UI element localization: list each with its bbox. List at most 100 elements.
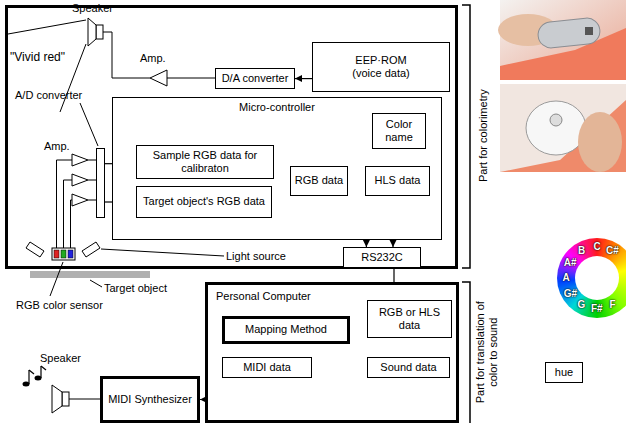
lamp-symbol <box>82 242 100 257</box>
amplifier-symbol <box>150 70 167 86</box>
node-text: Sample RGB data for calibraton <box>140 149 270 175</box>
wire <box>64 180 73 250</box>
node-text: Target object's RGB data <box>143 195 265 208</box>
node-text: MIDI Synthesizer <box>108 393 192 406</box>
sensor-symbol <box>52 248 75 260</box>
wire <box>69 399 100 400</box>
data-box: Sound data <box>367 357 450 378</box>
process-box: Color name <box>372 113 426 149</box>
note-label: B <box>578 245 585 257</box>
wire <box>57 160 73 250</box>
music-note <box>41 366 46 370</box>
node-text: RGB data <box>295 174 343 187</box>
music-note <box>29 370 34 374</box>
photo <box>585 27 593 35</box>
bracket <box>462 282 470 423</box>
wire <box>88 160 96 161</box>
data-box: RGB or HLS data <box>367 300 452 338</box>
data-box: HLS data <box>365 166 430 196</box>
part-label: Amp. <box>140 52 166 65</box>
node-text: EEP·ROM <box>355 54 406 67</box>
section-label: Part for translation of color to sound <box>474 293 500 411</box>
node-text: Personal Computer <box>216 290 311 303</box>
lamp-symbol <box>26 242 44 257</box>
data-box: Target object's RGB data <box>136 186 272 218</box>
photo <box>500 100 626 172</box>
converter-block: A/D converter <box>96 148 105 218</box>
arrow-head <box>390 240 397 247</box>
node-text: Sound data <box>380 361 436 374</box>
wire <box>71 200 73 250</box>
section-frame <box>7 7 457 268</box>
node-text: (voice data) <box>352 67 409 80</box>
sensor-symbol <box>54 250 59 258</box>
sound-line <box>8 20 86 34</box>
amplifier-symbol <box>72 154 88 166</box>
bracket <box>462 5 470 268</box>
amplifier-symbol <box>72 174 88 186</box>
hue-wheel-hole <box>575 256 619 300</box>
part-label: Speaker <box>40 352 81 365</box>
note-label: F# <box>591 303 603 315</box>
data-box: MIDI data <box>222 357 312 378</box>
leader-line <box>90 280 102 287</box>
computer-box: Personal ComputerRGB or HLS dataMapping … <box>205 282 459 423</box>
music-note <box>40 366 41 378</box>
node-text: hue <box>555 366 573 379</box>
note-label: C <box>594 241 601 253</box>
note-label: A <box>563 272 570 284</box>
node-text: RS232C <box>361 251 403 264</box>
note-label: C# <box>606 245 619 257</box>
section-label: Part for colorimetry <box>476 89 489 182</box>
leader-line <box>50 262 63 296</box>
node-text: Mapping Method <box>245 323 327 336</box>
speaker-symbol <box>62 392 69 406</box>
note-label: G# <box>564 288 577 300</box>
photo <box>537 17 601 49</box>
speaker-symbol <box>52 385 62 413</box>
part-label: Target object <box>104 282 167 295</box>
photo <box>500 84 626 172</box>
leader-line <box>101 249 224 256</box>
data-box: RGB data <box>290 166 348 196</box>
wire <box>88 200 96 201</box>
node-text: D/A converter <box>222 72 289 85</box>
node-text: MIDI data <box>243 361 291 374</box>
arrow-head <box>295 75 302 82</box>
axis-box: hue <box>545 362 583 383</box>
sensor-symbol <box>61 250 66 258</box>
data-box: Sample RGB data for calibraton <box>136 145 274 179</box>
part-label: Light source <box>226 250 286 263</box>
note-label: G <box>578 299 586 311</box>
leader-line <box>80 103 98 146</box>
node-text: RGB or HLS data <box>371 306 448 332</box>
node-text: HLS data <box>375 174 421 187</box>
port-box: RS232C <box>343 247 421 268</box>
part-label: RGB color sensor <box>16 299 103 312</box>
memory-box: EEP·ROM(voice data) <box>312 42 450 92</box>
part-label: Amp. <box>44 140 70 153</box>
photo <box>526 101 586 155</box>
photo <box>550 114 562 126</box>
note-label: A# <box>564 257 577 269</box>
speaker-symbol <box>96 25 103 39</box>
speech-text: "Vivid red" <box>10 50 65 64</box>
controller-box: Micro-controllerColor nameSample RGB dat… <box>112 97 442 240</box>
note-label: F <box>610 299 616 311</box>
node-text: A/D converter <box>15 89 82 102</box>
part-label: Speaker <box>72 2 113 15</box>
arrow-head <box>363 240 370 247</box>
node-text: Micro-controller <box>239 101 315 114</box>
method-box: Mapping Method <box>222 316 350 344</box>
node-text: Color name <box>376 118 422 144</box>
amplifier-symbol <box>72 194 88 206</box>
sensor-symbol <box>68 250 73 258</box>
converter-box: D/A converter <box>215 68 295 89</box>
music-note <box>28 370 29 384</box>
wire <box>88 180 96 181</box>
wire <box>167 78 215 79</box>
synth-box: MIDI Synthesizer <box>100 376 200 423</box>
speaker-symbol <box>88 18 96 46</box>
photo <box>578 112 622 172</box>
